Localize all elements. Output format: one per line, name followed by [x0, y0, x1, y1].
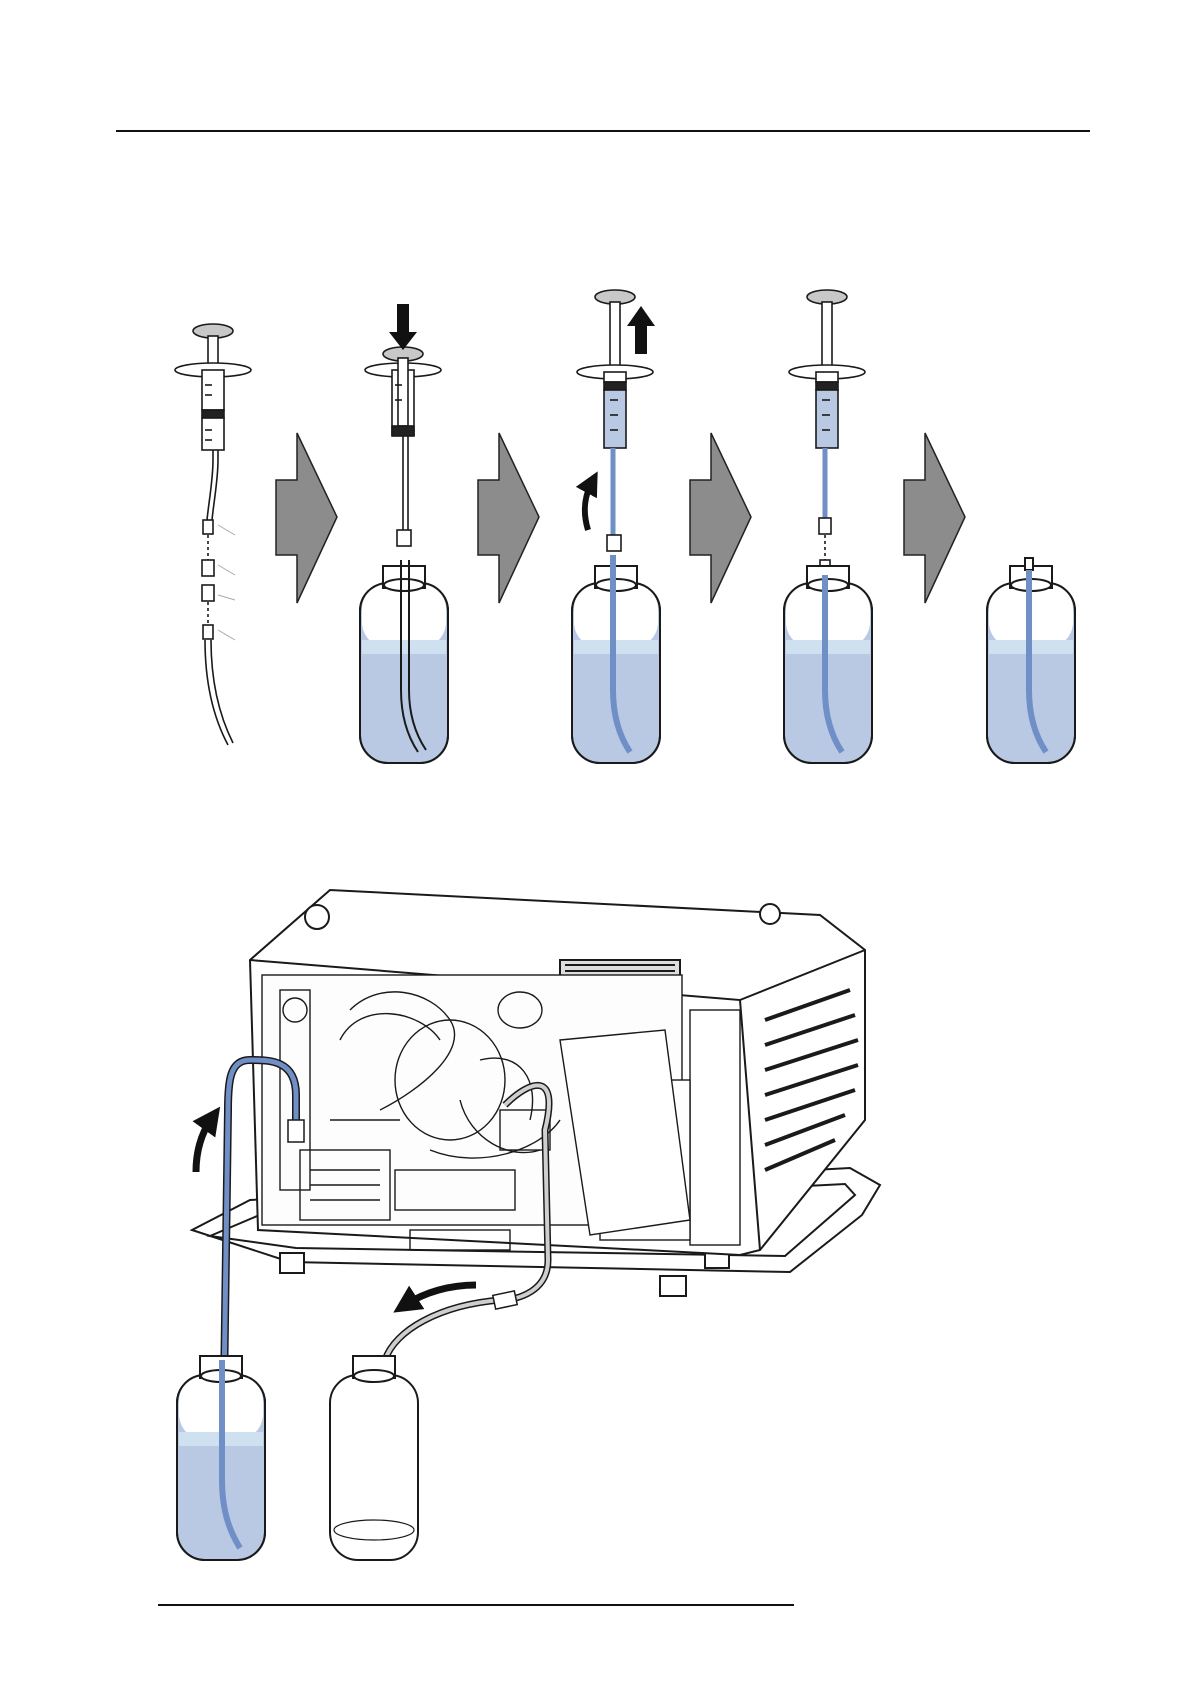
flow-arrow-icon	[585, 482, 592, 530]
syringe-step-1	[175, 324, 251, 745]
syringe-step-4	[789, 290, 865, 574]
footer-rule	[158, 1604, 794, 1606]
bottle-step-4	[784, 566, 872, 763]
bottle-step-3	[572, 555, 660, 763]
pull-arrow-icon	[627, 306, 655, 354]
empty-bottle	[330, 1356, 418, 1560]
flow-up-arrow-icon	[196, 1118, 212, 1172]
full-bottle	[177, 1356, 265, 1560]
syringe-step-2	[365, 347, 441, 546]
filled-hose	[224, 1060, 304, 1525]
return-hose	[383, 1085, 549, 1520]
step-arrow-3	[690, 433, 751, 603]
bottle-step-2	[360, 560, 448, 763]
step-arrow-2	[478, 433, 539, 603]
step-arrow-4	[904, 433, 965, 603]
bottle-step-5	[987, 558, 1075, 763]
syringe-sequence-figure	[0, 0, 1190, 800]
step-arrow-1	[276, 433, 337, 603]
projector-base-frame	[192, 1168, 880, 1296]
flow-return-arrow-icon	[405, 1285, 476, 1305]
projector-internals	[262, 975, 740, 1250]
projector-housing	[250, 890, 865, 1255]
press-arrow-icon	[389, 304, 417, 350]
